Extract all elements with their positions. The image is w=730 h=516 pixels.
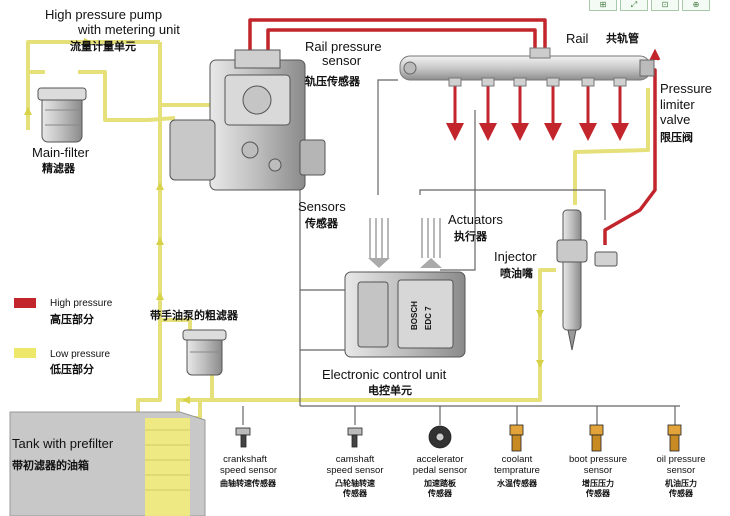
sensor-6-line1: oil pressure — [656, 454, 706, 465]
sensor-1-cn: 曲轴转速传感器 — [220, 479, 276, 488]
coarse-filter — [182, 329, 227, 376]
legend-low-label-cn: 低压部分 — [50, 363, 94, 376]
rail-label-cn: 共轨管 — [606, 32, 639, 45]
tank-label-cn: 带初滤器的油箱 — [12, 459, 89, 472]
coolant-sensor-icon — [509, 424, 524, 452]
legend-low-label: Low pressure — [50, 349, 111, 360]
ecu-model: EDC 7 — [424, 306, 433, 330]
sensor-2-cn1: 凸轮轴转速 — [335, 479, 375, 488]
fuel-tank — [9, 411, 206, 516]
sensor-1-line2: speed sensor — [220, 465, 278, 476]
toolbar-button-3[interactable]: ⊡ — [651, 0, 679, 11]
rail-sensor-label-cn: 轨压传感器 — [305, 75, 360, 88]
tank-label: Tank with prefilter — [12, 436, 114, 451]
ecu-label-cn: 电控单元 — [368, 384, 412, 397]
actuators-label: Actuators — [448, 212, 503, 227]
rail-sensor-label-2: sensor — [322, 53, 362, 68]
high-pressure-pump — [169, 49, 326, 191]
limiter-label-3: valve — [660, 112, 691, 127]
sensor-3-line2: pedal sensor — [412, 465, 468, 476]
crankshaft-sensor-icon — [235, 427, 251, 448]
camshaft-sensor-icon — [347, 427, 363, 448]
pedal-sensor-icon — [428, 425, 452, 449]
sensor-3-cn2: 传感器 — [428, 489, 452, 498]
toolbar-button-4[interactable]: ⊕ — [682, 0, 710, 11]
pump-label-2: with metering unit — [78, 22, 180, 37]
pump-label-1: High pressure pump — [45, 7, 163, 22]
limiter-label-1: Pressure — [660, 81, 713, 96]
sensor-5-line1: boot pressure — [568, 454, 628, 465]
sensor-3-line1: accelerator — [416, 454, 464, 465]
injector-label-cn: 喷油嘴 — [500, 267, 533, 280]
sensor-4-cn: 水温传感器 — [497, 479, 537, 488]
sensor-5-cn2: 传感器 — [586, 489, 610, 498]
pump-label-cn: 流量计量单元 — [70, 40, 136, 53]
main-filter — [37, 87, 87, 143]
high-pressure-arrows — [446, 48, 661, 141]
sensor-4-line1: coolant — [501, 454, 533, 465]
sensor-1-line1: crankshaft — [223, 454, 267, 465]
boost-sensor-icon — [589, 424, 604, 452]
sensor-5-cn1: 增压压力 — [582, 479, 614, 488]
wiring — [242, 79, 680, 425]
common-rail — [399, 47, 655, 87]
limiter-label-2: limiter — [660, 97, 695, 112]
ecu-brand: BOSCH — [410, 301, 419, 330]
sensor-2-cn2: 传感器 — [343, 489, 367, 498]
legend-high-swatch — [14, 298, 36, 308]
actuators-label-cn: 执行器 — [454, 230, 487, 243]
sensors-label-cn: 传感器 — [305, 217, 338, 230]
limiter-label-cn: 限压阀 — [660, 131, 693, 144]
toolbar-button-1[interactable]: ⊞ — [589, 0, 617, 11]
coarse-filter-label-cn: 带手油泵的粗滤器 — [150, 309, 238, 322]
main-filter-label: Main-filter — [32, 145, 90, 160]
ecu-label: Electronic control unit — [322, 367, 447, 382]
sensor-4-line2: temprature — [494, 465, 540, 476]
oil-sensor-icon — [667, 424, 682, 452]
sensor-5-line2: sensor — [583, 465, 613, 476]
sensor-3-cn1: 加速踏板 — [424, 479, 456, 488]
low-pressure-arrows — [24, 38, 544, 404]
toolbar-button-2[interactable]: ⤢ — [620, 0, 648, 11]
sensor-icons — [235, 424, 682, 452]
legend-low-swatch — [14, 348, 36, 358]
signal-bundles — [369, 218, 441, 258]
rail-sensor-label-1: Rail pressure — [305, 39, 382, 54]
main-filter-label-cn: 精滤器 — [42, 162, 75, 175]
rail-label: Rail — [566, 31, 589, 46]
ecu-box — [344, 271, 466, 358]
sensor-6-cn2: 传感器 — [669, 489, 693, 498]
legend-high-label: High pressure — [50, 298, 113, 309]
image-toolbar: ⊞ ⤢ ⊡ ⊕ — [589, 0, 710, 11]
sensor-2-line1: camshaft — [335, 454, 375, 465]
sensor-6-cn1: 机油压力 — [665, 479, 697, 488]
injector — [556, 209, 618, 351]
legend-high-label-cn: 高压部分 — [50, 313, 94, 326]
injector-label: Injector — [494, 249, 537, 264]
sensor-6-line2: sensor — [666, 465, 696, 476]
sensor-2-line2: speed sensor — [326, 465, 384, 476]
sensors-label: Sensors — [298, 199, 346, 214]
